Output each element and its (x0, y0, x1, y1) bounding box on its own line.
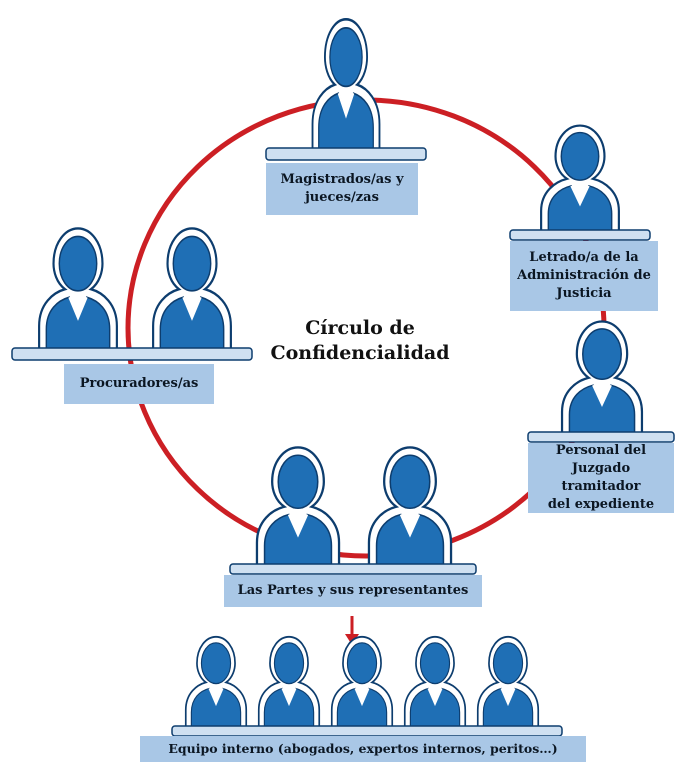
letrado-icon (509, 124, 651, 241)
center-title-line2: Confidencialidad (270, 342, 450, 364)
personal-label: Personal del Juzgado tramitador del expe… (528, 443, 674, 513)
partes-label: Las Partes y sus representantes (224, 575, 482, 607)
partes-icon (229, 446, 477, 575)
center-title: Círculo de Confidencialidad (270, 316, 450, 366)
letrado-label-line3: Justicia (556, 286, 612, 301)
letrado-label-line1: Letrado/a de la (529, 250, 639, 265)
center-title-line1: Círculo de (305, 317, 415, 339)
procuradores-icon (11, 227, 253, 361)
equipo-label: Equipo interno (abogados, expertos inter… (140, 736, 586, 762)
magistrados-label-line2: jueces/zas (305, 190, 379, 205)
magistrados-label: Magistrados/as y jueces/zas (266, 163, 418, 215)
equipo-label-line1: Equipo interno (abogados, expertos inter… (168, 741, 558, 756)
personal-label-line3: del expediente (547, 497, 655, 512)
letrado-label-line2: Administración de (517, 268, 651, 283)
equipo-icon (171, 635, 563, 737)
partes-label-line1: Las Partes y sus representantes (237, 583, 469, 598)
procuradores-label: Procuradores/as (64, 364, 214, 404)
personal-label-line1: Personal del (555, 443, 647, 458)
letrado-label: Letrado/a de la Administración de Justic… (510, 241, 658, 311)
procuradores-label-line1: Procuradores/as (79, 376, 199, 391)
magistrados-icon (265, 17, 427, 161)
personal-icon (527, 320, 675, 443)
personal-label-line2: Juzgado tramitador (561, 461, 641, 494)
magistrados-label-line1: Magistrados/as y (280, 172, 404, 187)
